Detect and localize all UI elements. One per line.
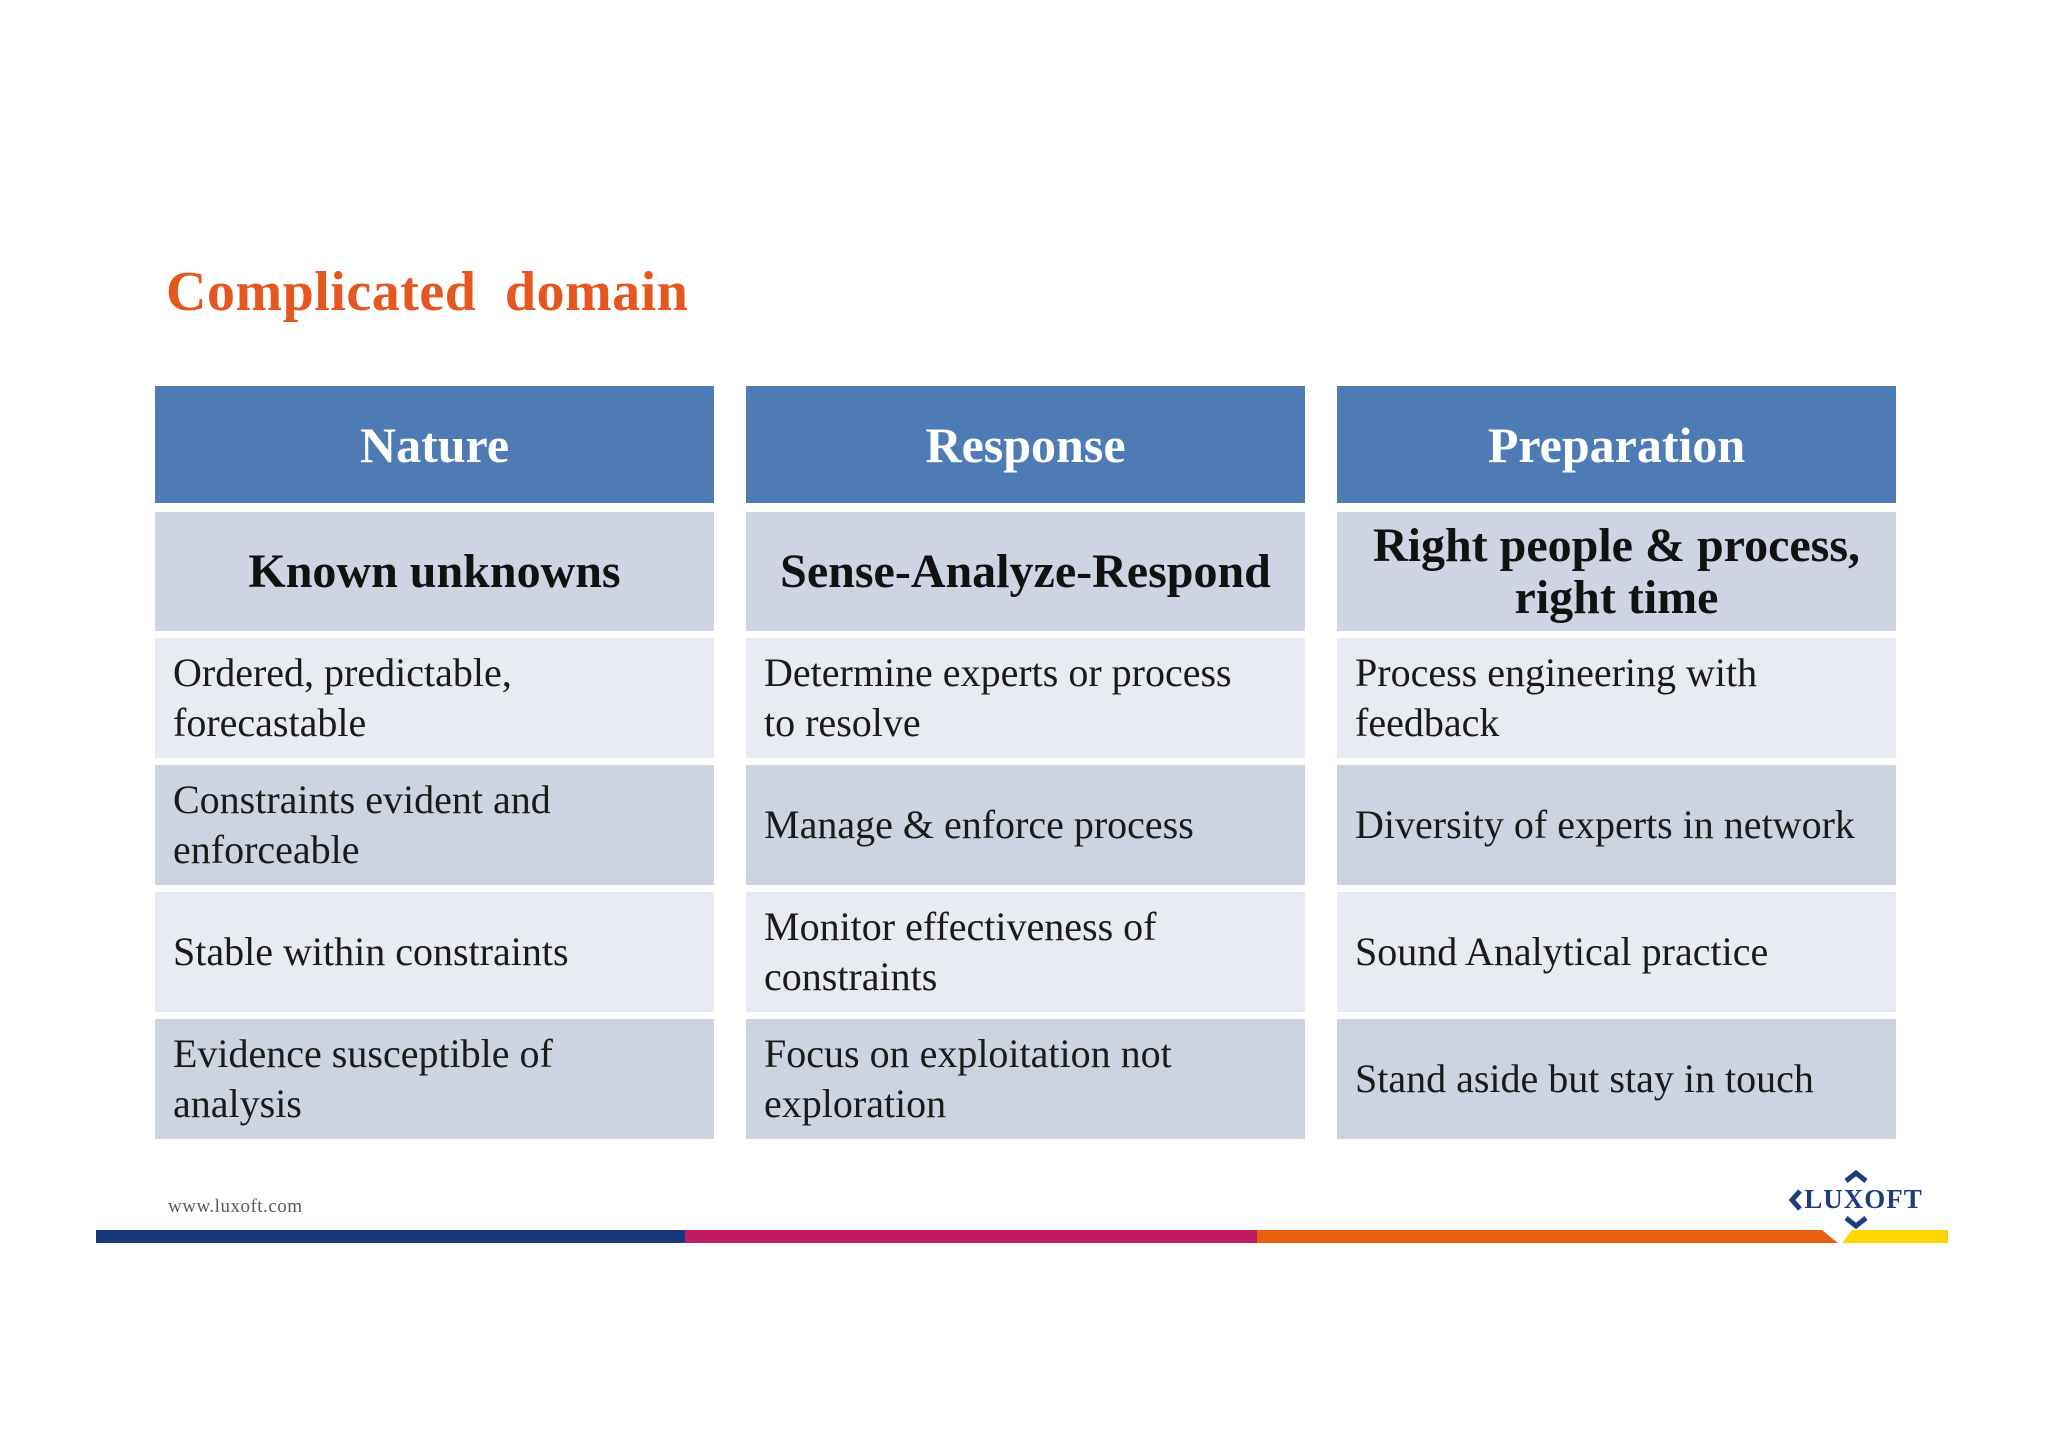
cell-text: Diversity of experts in network xyxy=(1355,802,1855,847)
page-title: Complicated domain xyxy=(166,261,689,323)
footer-bar xyxy=(0,1230,2048,1243)
logo-text: LUXOFT xyxy=(1804,1184,1923,1214)
cell-text: Focus on exploitation not exploration xyxy=(764,1031,1172,1126)
column-nature: Nature Known unknowns Ordered, predictab… xyxy=(155,386,714,1139)
footer-bar-orange-segment xyxy=(1257,1230,1838,1243)
table-cell: Ordered, predictable, forecastable xyxy=(155,638,714,758)
table-cell: Focus on exploitation not exploration xyxy=(746,1019,1305,1139)
column-subtitle-preparation: Right people & process, right time xyxy=(1337,512,1896,631)
cell-text: Determine experts or process to resolve xyxy=(764,650,1232,745)
footer-bar-crimson-segment xyxy=(685,1230,1257,1243)
cell-text: Manage & enforce process xyxy=(764,802,1194,847)
column-response: Response Sense-Analyze-Respond Determine… xyxy=(746,386,1305,1139)
table-cell: Manage & enforce process xyxy=(746,765,1305,885)
chevron-left-icon xyxy=(1789,1188,1803,1211)
cell-text: Sound Analytical practice xyxy=(1355,929,1769,974)
table-cell: Determine experts or process to resolve xyxy=(746,638,1305,758)
cell-text: Monitor effectiveness of constraints xyxy=(764,904,1157,999)
table-cell: Constraints evident and enforceable xyxy=(155,765,714,885)
footer-bar-navy-segment xyxy=(96,1230,685,1243)
table-cell: Process engineering with feedback xyxy=(1337,638,1896,758)
luxoft-logo: LUXOFT xyxy=(1789,1170,1922,1229)
cell-text: Stable within constraints xyxy=(173,929,569,974)
footer-bar-yellow-segment xyxy=(1842,1230,1948,1243)
cell-text: Stand aside but stay in touch xyxy=(1355,1056,1814,1101)
column-subtitle-response: Sense-Analyze-Respond xyxy=(746,512,1305,631)
table-cell: Sound Analytical practice xyxy=(1337,892,1896,1012)
chevron-up-icon xyxy=(1844,1170,1868,1183)
footer-url: www.luxoft.com xyxy=(168,1196,303,1217)
table-cell: Stand aside but stay in touch xyxy=(1337,1019,1896,1139)
cell-text: Evidence susceptible of analysis xyxy=(173,1031,553,1126)
domain-table: Nature Known unknowns Ordered, predictab… xyxy=(155,386,1896,1139)
column-header-preparation: Preparation xyxy=(1337,386,1896,503)
column-header-response: Response xyxy=(746,386,1305,503)
column-header-nature: Nature xyxy=(155,386,714,503)
column-preparation: Preparation Right people & process, righ… xyxy=(1337,386,1896,1139)
chevron-down-icon xyxy=(1844,1216,1868,1229)
table-cell: Monitor effectiveness of constraints xyxy=(746,892,1305,1012)
table-cell: Diversity of experts in network xyxy=(1337,765,1896,885)
table-cell: Stable within constraints xyxy=(155,892,714,1012)
column-subtitle-nature: Known unknowns xyxy=(155,512,714,631)
cell-text: Constraints evident and enforceable xyxy=(173,777,551,872)
table-cell: Evidence susceptible of analysis xyxy=(155,1019,714,1139)
cell-text: Ordered, predictable, forecastable xyxy=(173,650,512,745)
cell-text: Process engineering with feedback xyxy=(1355,650,1758,745)
